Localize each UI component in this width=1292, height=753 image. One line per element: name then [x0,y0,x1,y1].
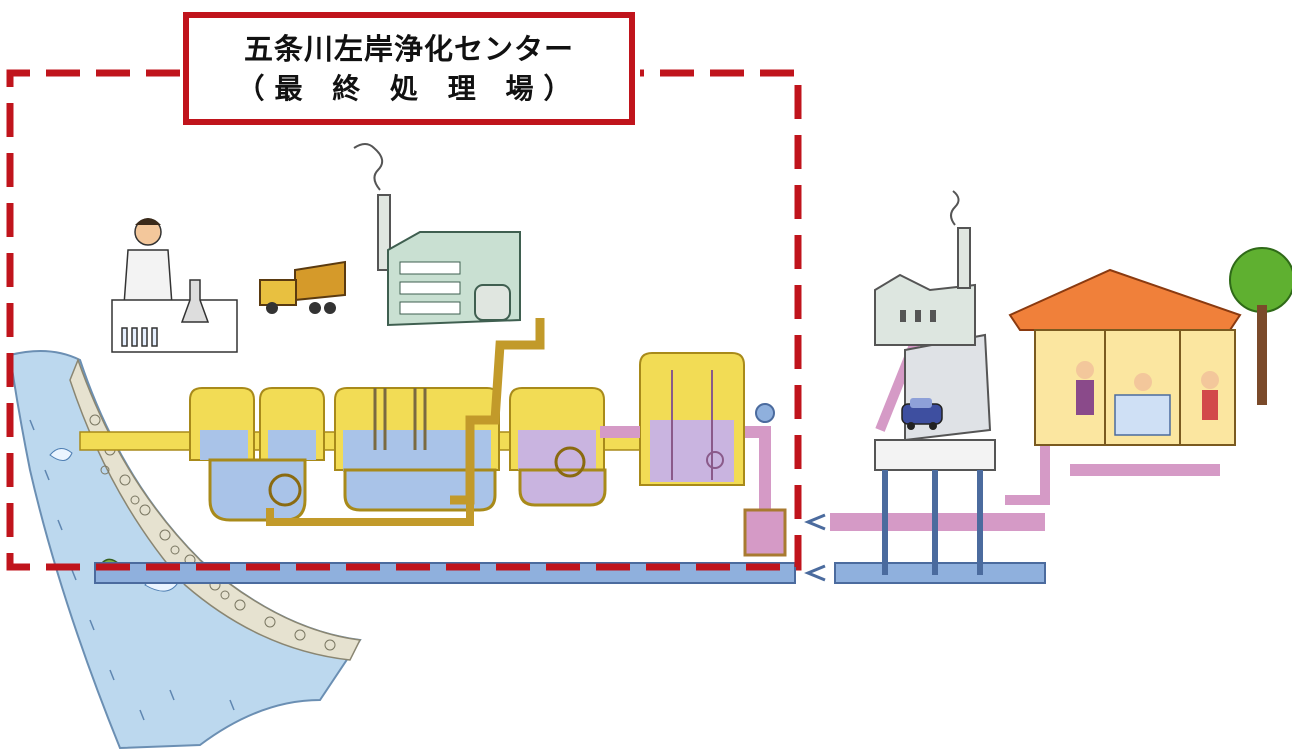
house-icon [1008,268,1242,446]
tree-icon [1229,247,1292,405]
facility-title-box: 五条川左岸浄化センター （最 終 処 理 場） [183,12,635,125]
factory-icon [874,190,976,346]
dump-truck-icon [259,260,346,314]
river-stone-embankment [69,357,362,661]
treatment-line [79,318,745,526]
arrow-icon [804,564,826,582]
incinerator-building-icon [353,143,521,327]
facility-name: 五条川左岸浄化センター [243,31,574,66]
facility-boundary [6,69,802,571]
scientist-icon [111,218,238,353]
street [874,333,996,575]
facility-subtitle: （最 終 処 理 場） [236,71,582,105]
incoming-storm-pipe [834,562,1046,584]
arrow-icon [804,513,826,531]
car-icon [901,398,943,430]
